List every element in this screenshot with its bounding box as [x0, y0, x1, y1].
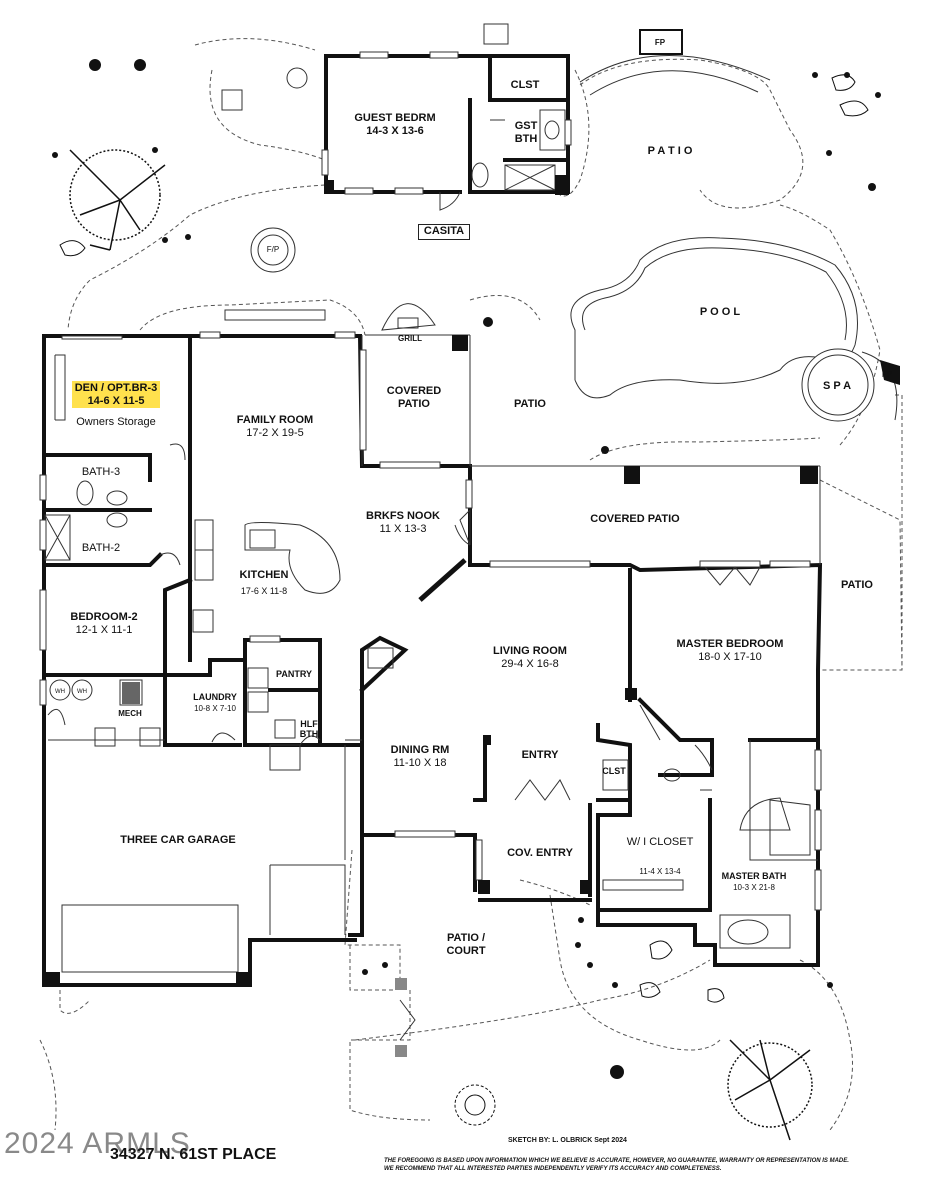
pool-inner-edge — [582, 247, 847, 341]
label-brkfs-nook: BRKFS NOOK 11 X 13-3 — [366, 510, 440, 535]
label-fp-side: F/P — [266, 245, 280, 254]
disclaimer-line-1: THE FOREGOING IS BASED UPON INFORMATION … — [384, 1158, 849, 1164]
label-grill: GRILL — [398, 334, 422, 343]
label-pantry: PANTRY — [276, 669, 312, 679]
label-covered-patio-small: COVERED PATIO — [386, 385, 442, 410]
disclaimer-line-2: WE RECOMMEND THAT ALL INTERESTED PARTIES… — [384, 1166, 722, 1172]
pad-square-2 — [221, 89, 243, 111]
label-patio-mid: PATIO — [514, 398, 546, 410]
label-fp-spa: FP — [881, 370, 893, 379]
shrub-bottom — [454, 1084, 496, 1126]
boulder — [286, 67, 308, 89]
label-laundry: LAUNDRY 10-8 X 7-10 — [193, 692, 237, 713]
label-wh1: WH — [55, 689, 65, 695]
label-casita: CASITA — [418, 224, 470, 240]
label-clst-guest: CLST — [510, 79, 540, 91]
pool-outline — [570, 237, 858, 399]
fireplace-top — [639, 29, 683, 55]
watermark: 2024 ARMLS — [4, 1127, 191, 1160]
label-clst-entry: CLST — [602, 766, 626, 776]
den-highlight — [72, 381, 160, 408]
firepit-outer — [250, 227, 296, 273]
label-master-bedroom: MASTER BEDROOM 18-0 X 17-10 — [676, 638, 784, 663]
spa-fp-mark — [880, 360, 900, 385]
label-wh2: WH — [77, 689, 87, 695]
pad-square — [483, 23, 509, 45]
label-den: DEN / OPT.BR-3 14-6 X 11-5 Owners Storag… — [74, 382, 158, 428]
windows — [39, 51, 822, 911]
label-hlf-bth: HLF BTH — [299, 719, 319, 739]
label-mech: MECH — [118, 709, 142, 718]
label-gst-bth: GST BTH — [514, 120, 538, 145]
label-dining-rm: DINING RM 11-10 X 18 — [390, 744, 450, 769]
label-living-room: LIVING ROOM 29-4 X 16-8 — [493, 645, 567, 670]
label-bath2: BATH-2 — [81, 542, 121, 554]
label-spa: S P A — [822, 380, 852, 392]
label-patio-top: P A T I O — [647, 145, 693, 157]
boulders — [59, 74, 869, 1003]
label-cov-entry: COV. ENTRY — [507, 847, 573, 859]
grill-outline — [381, 303, 436, 331]
landscape-outlines — [39, 38, 903, 1131]
label-bath3: BATH-3 — [81, 466, 121, 478]
label-patio-court: PATIO / COURT — [446, 932, 486, 957]
label-wi-closet: W/ I CLOSET 11-4 X 13-4 — [626, 836, 694, 876]
property-address: 34327 N. 61ST PLACE — [110, 1146, 277, 1163]
kitchen-angled-wall — [418, 558, 467, 602]
tree-top-left — [69, 149, 166, 251]
label-family-room: FAMILY ROOM 17-2 X 19-5 — [236, 414, 314, 439]
label-kitchen: KITCHEN 17-6 X 11-8 — [239, 569, 289, 596]
label-three-car-garage: THREE CAR GARAGE — [120, 834, 236, 846]
label-covered-patio-large: COVERED PATIO — [590, 513, 680, 525]
tree-bottom-right — [727, 1039, 813, 1141]
spa-inner — [807, 354, 869, 416]
grill-grate — [397, 317, 419, 329]
sketch-by: SKETCH BY: L. OLBRICK Sept 2024 — [508, 1137, 627, 1144]
label-bedroom2: BEDROOM-2 12-1 X 11-1 — [70, 611, 138, 636]
spa-outline — [801, 348, 875, 422]
patio-arc — [579, 55, 771, 96]
label-entry: ENTRY — [521, 749, 559, 761]
doors — [47, 191, 761, 1041]
label-master-bath: MASTER BATH 10-3 X 21-8 — [721, 871, 787, 892]
label-pool: P O O L — [699, 306, 741, 318]
firepit-inner — [257, 234, 289, 266]
label-guest-bedrm: GUEST BEDRM 14-3 X 13-6 — [354, 112, 436, 137]
posts — [44, 175, 818, 1057]
label-patio-right: PATIO — [841, 579, 873, 591]
label-fp-top: FP — [654, 38, 666, 47]
plants — [52, 59, 881, 1079]
